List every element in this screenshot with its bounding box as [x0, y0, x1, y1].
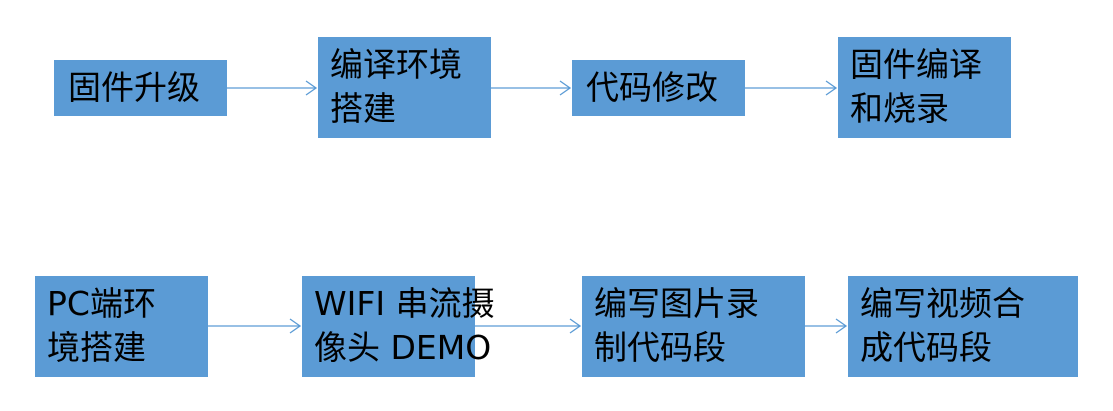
- step-build-env-setup: 编译环境 搭建: [318, 37, 491, 138]
- step-video-compose-code: 编写视频合 成代码段: [848, 276, 1078, 377]
- arrow-r2-3-4: [805, 318, 848, 334]
- step-label-line1: PC端环: [47, 284, 156, 323]
- step-firmware-upgrade: 固件升级: [54, 60, 227, 116]
- step-label-line1: 编写视频合: [860, 284, 1025, 323]
- step-code-modify: 代码修改: [572, 60, 745, 116]
- step-label-line2: 搭建: [330, 89, 396, 128]
- arrow-r1-1-2: [227, 80, 318, 96]
- step-label-line1: 固件编译: [850, 45, 982, 84]
- step-label-line2: 境搭建: [47, 328, 146, 367]
- arrow-r2-1-2: [208, 318, 302, 334]
- arrow-r1-3-4: [745, 80, 838, 96]
- step-label-line2: 和烧录: [850, 89, 949, 128]
- step-label-line1: 编译环境: [330, 45, 462, 84]
- step-firmware-build-flash: 固件编译 和烧录: [838, 37, 1011, 138]
- step-label-line2: 成代码段: [860, 328, 992, 367]
- step-wifi-camera-demo: WIFI 串流摄 像头 DEMO: [302, 276, 495, 377]
- step-label: 代码修改: [586, 68, 718, 107]
- arrow-r2-2-3: [475, 318, 582, 334]
- step-label-line2: 像头 DEMO: [314, 328, 492, 367]
- arrow-r1-2-3: [491, 80, 572, 96]
- step-label-line1: WIFI 串流摄: [314, 284, 495, 323]
- step-pc-env-setup: PC端环 境搭建: [35, 276, 208, 377]
- step-image-record-code: 编写图片录 制代码段: [582, 276, 805, 377]
- step-label-line2: 制代码段: [594, 328, 726, 367]
- step-label: 固件升级: [68, 68, 200, 107]
- step-label-line1: 编写图片录: [594, 284, 759, 323]
